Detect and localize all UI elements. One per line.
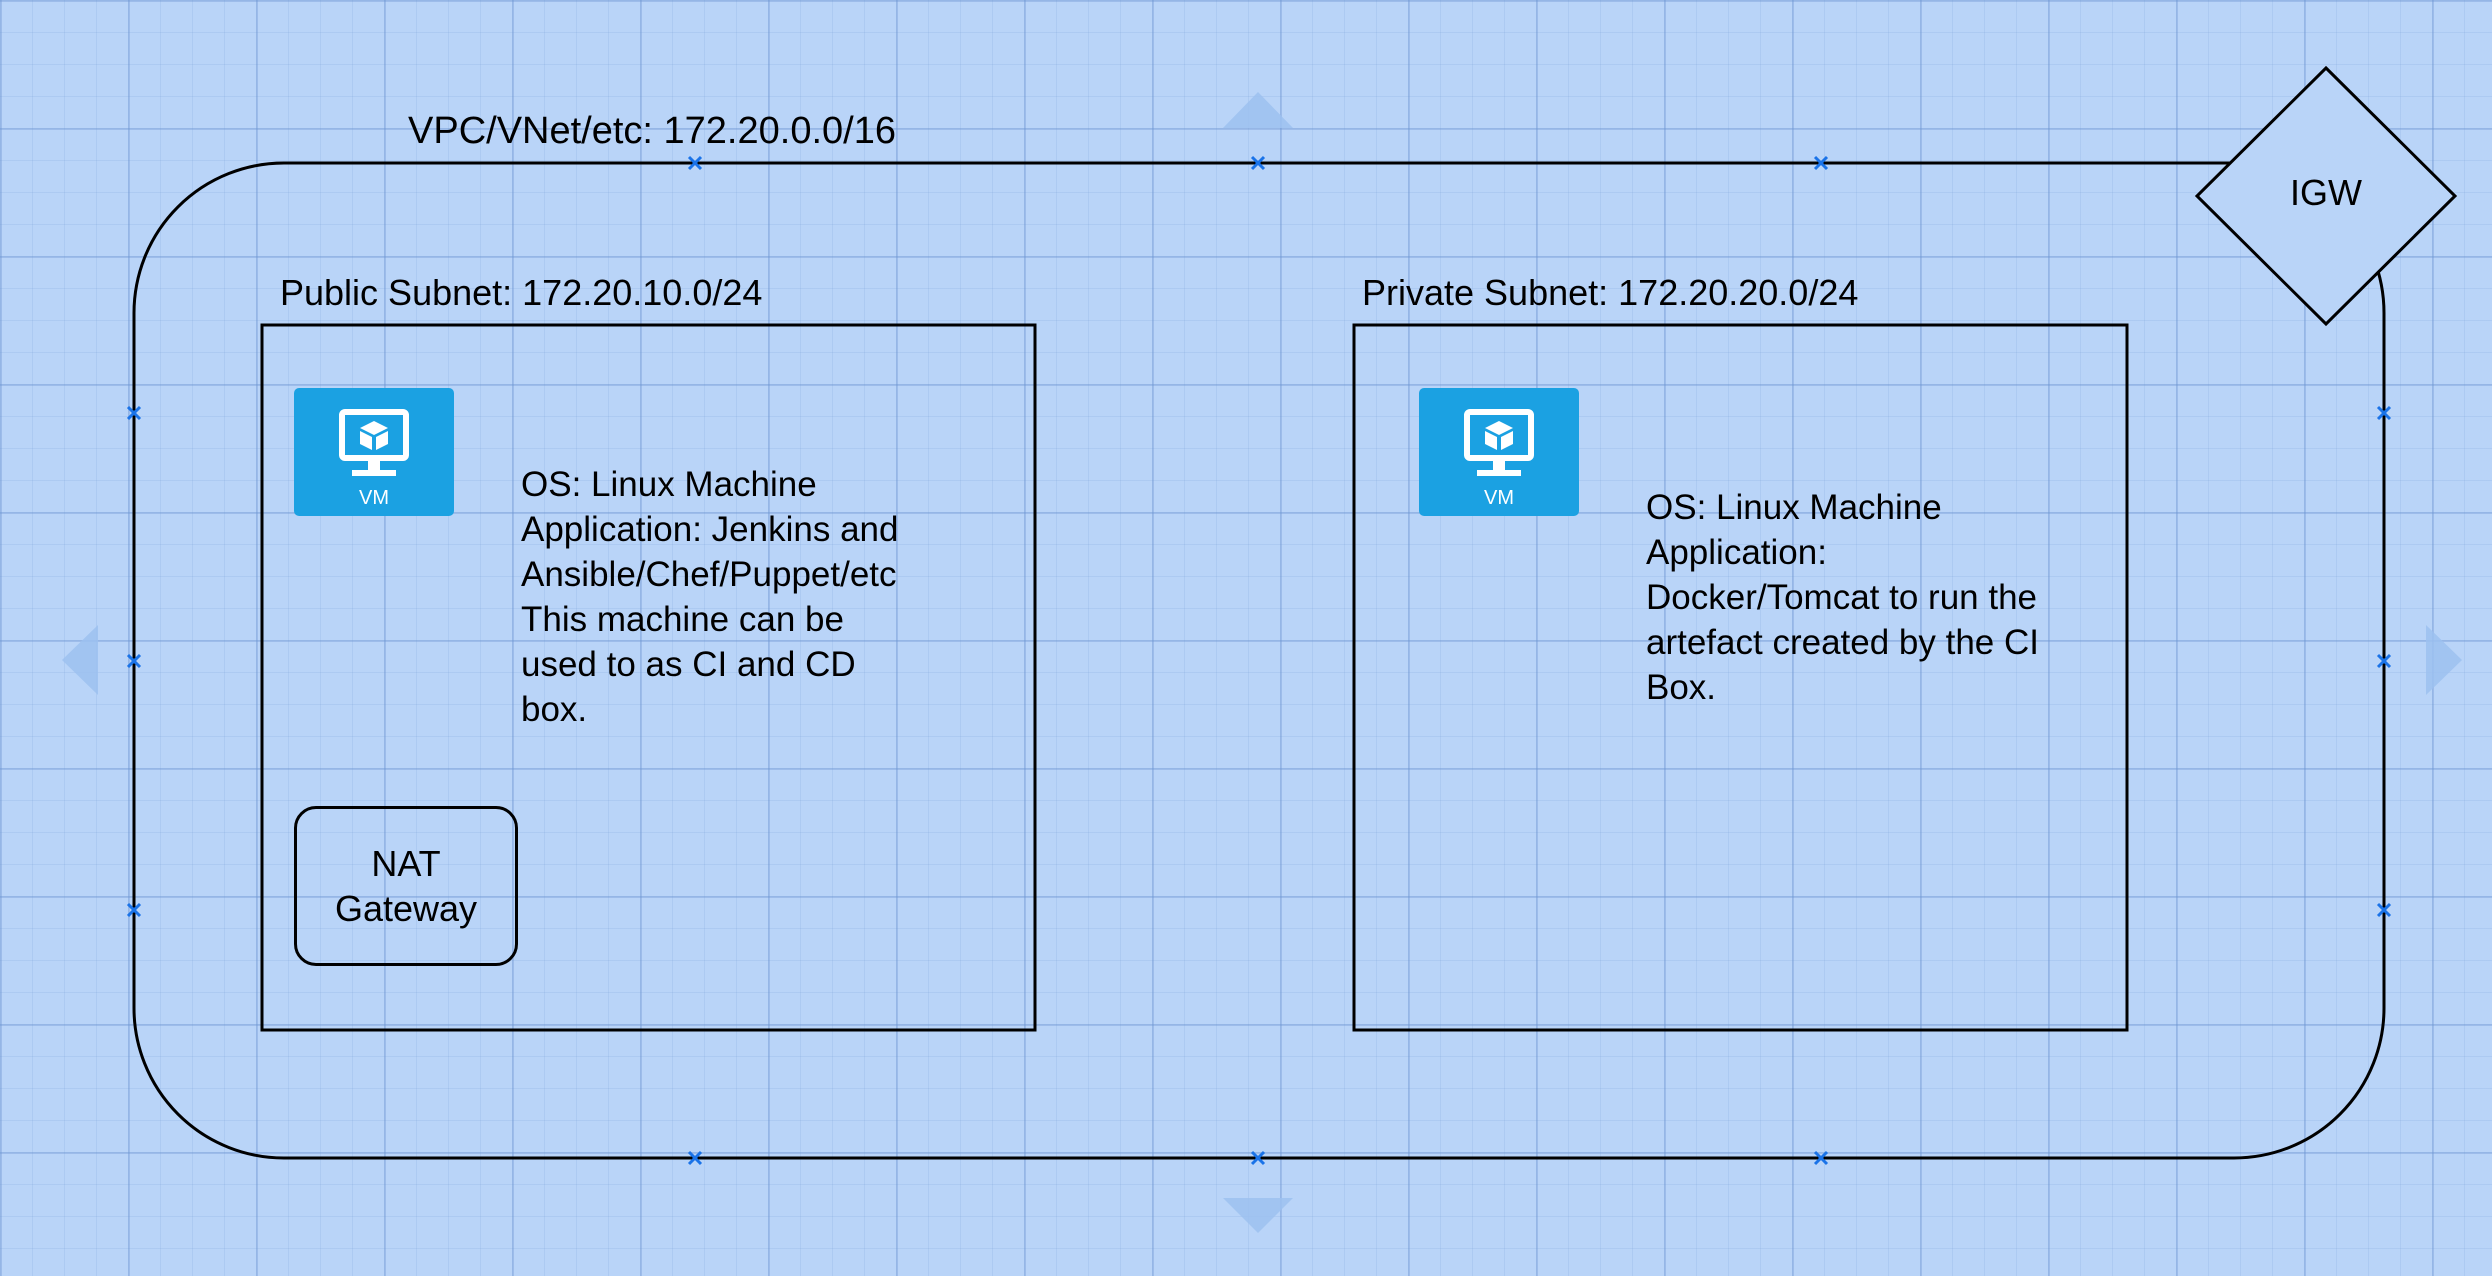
vm-icon-label: VM: [359, 487, 389, 509]
vm-icon[interactable]: VM: [1419, 388, 1579, 516]
connection-point-icon: [2376, 653, 2392, 669]
monitor-icon: [339, 409, 409, 476]
public-subnet-label: Public Subnet: 172.20.10.0/24: [280, 272, 763, 313]
igw-label: IGW: [2290, 172, 2362, 213]
connection-point-icon: [1813, 1150, 1829, 1166]
public-vm-description[interactable]: OS: Linux Machine Application: Jenkins a…: [521, 465, 899, 729]
nat-gateway-box[interactable]: NAT Gateway: [294, 806, 518, 966]
connection-point-icon: [687, 155, 703, 171]
public-subnet-box[interactable]: [260, 323, 1037, 1032]
connection-point-icon: [126, 902, 142, 918]
arrow-up-icon[interactable]: [1223, 92, 1293, 128]
private-vm-description[interactable]: OS: Linux Machine Application: Docker/To…: [1646, 488, 2039, 707]
connection-point-icon: [2376, 405, 2392, 421]
vm-icon-label: VM: [1484, 487, 1514, 509]
arrow-left-icon[interactable]: [62, 625, 98, 695]
connection-point-icon: [2376, 902, 2392, 918]
arrow-right-icon[interactable]: [2426, 625, 2462, 695]
connection-point-icon: [687, 1150, 703, 1166]
arrow-down-icon[interactable]: [1223, 1198, 1293, 1233]
connection-point-icon: [1250, 155, 1266, 171]
private-subnet-label: Private Subnet: 172.20.20.0/24: [1362, 272, 1859, 313]
connection-point-icon: [126, 405, 142, 421]
vm-icon[interactable]: VM: [294, 388, 454, 516]
igw-diamond[interactable]: [2194, 65, 2458, 327]
connection-points[interactable]: [126, 155, 2392, 1166]
connection-point-icon: [1813, 155, 1829, 171]
connection-point-icon: [1250, 1150, 1266, 1166]
private-subnet-box[interactable]: [1352, 323, 2129, 1032]
connection-point-icon: [126, 653, 142, 669]
monitor-icon: [1464, 409, 1534, 476]
vpc-label: VPC/VNet/etc: 172.20.0.0/16: [408, 110, 896, 152]
